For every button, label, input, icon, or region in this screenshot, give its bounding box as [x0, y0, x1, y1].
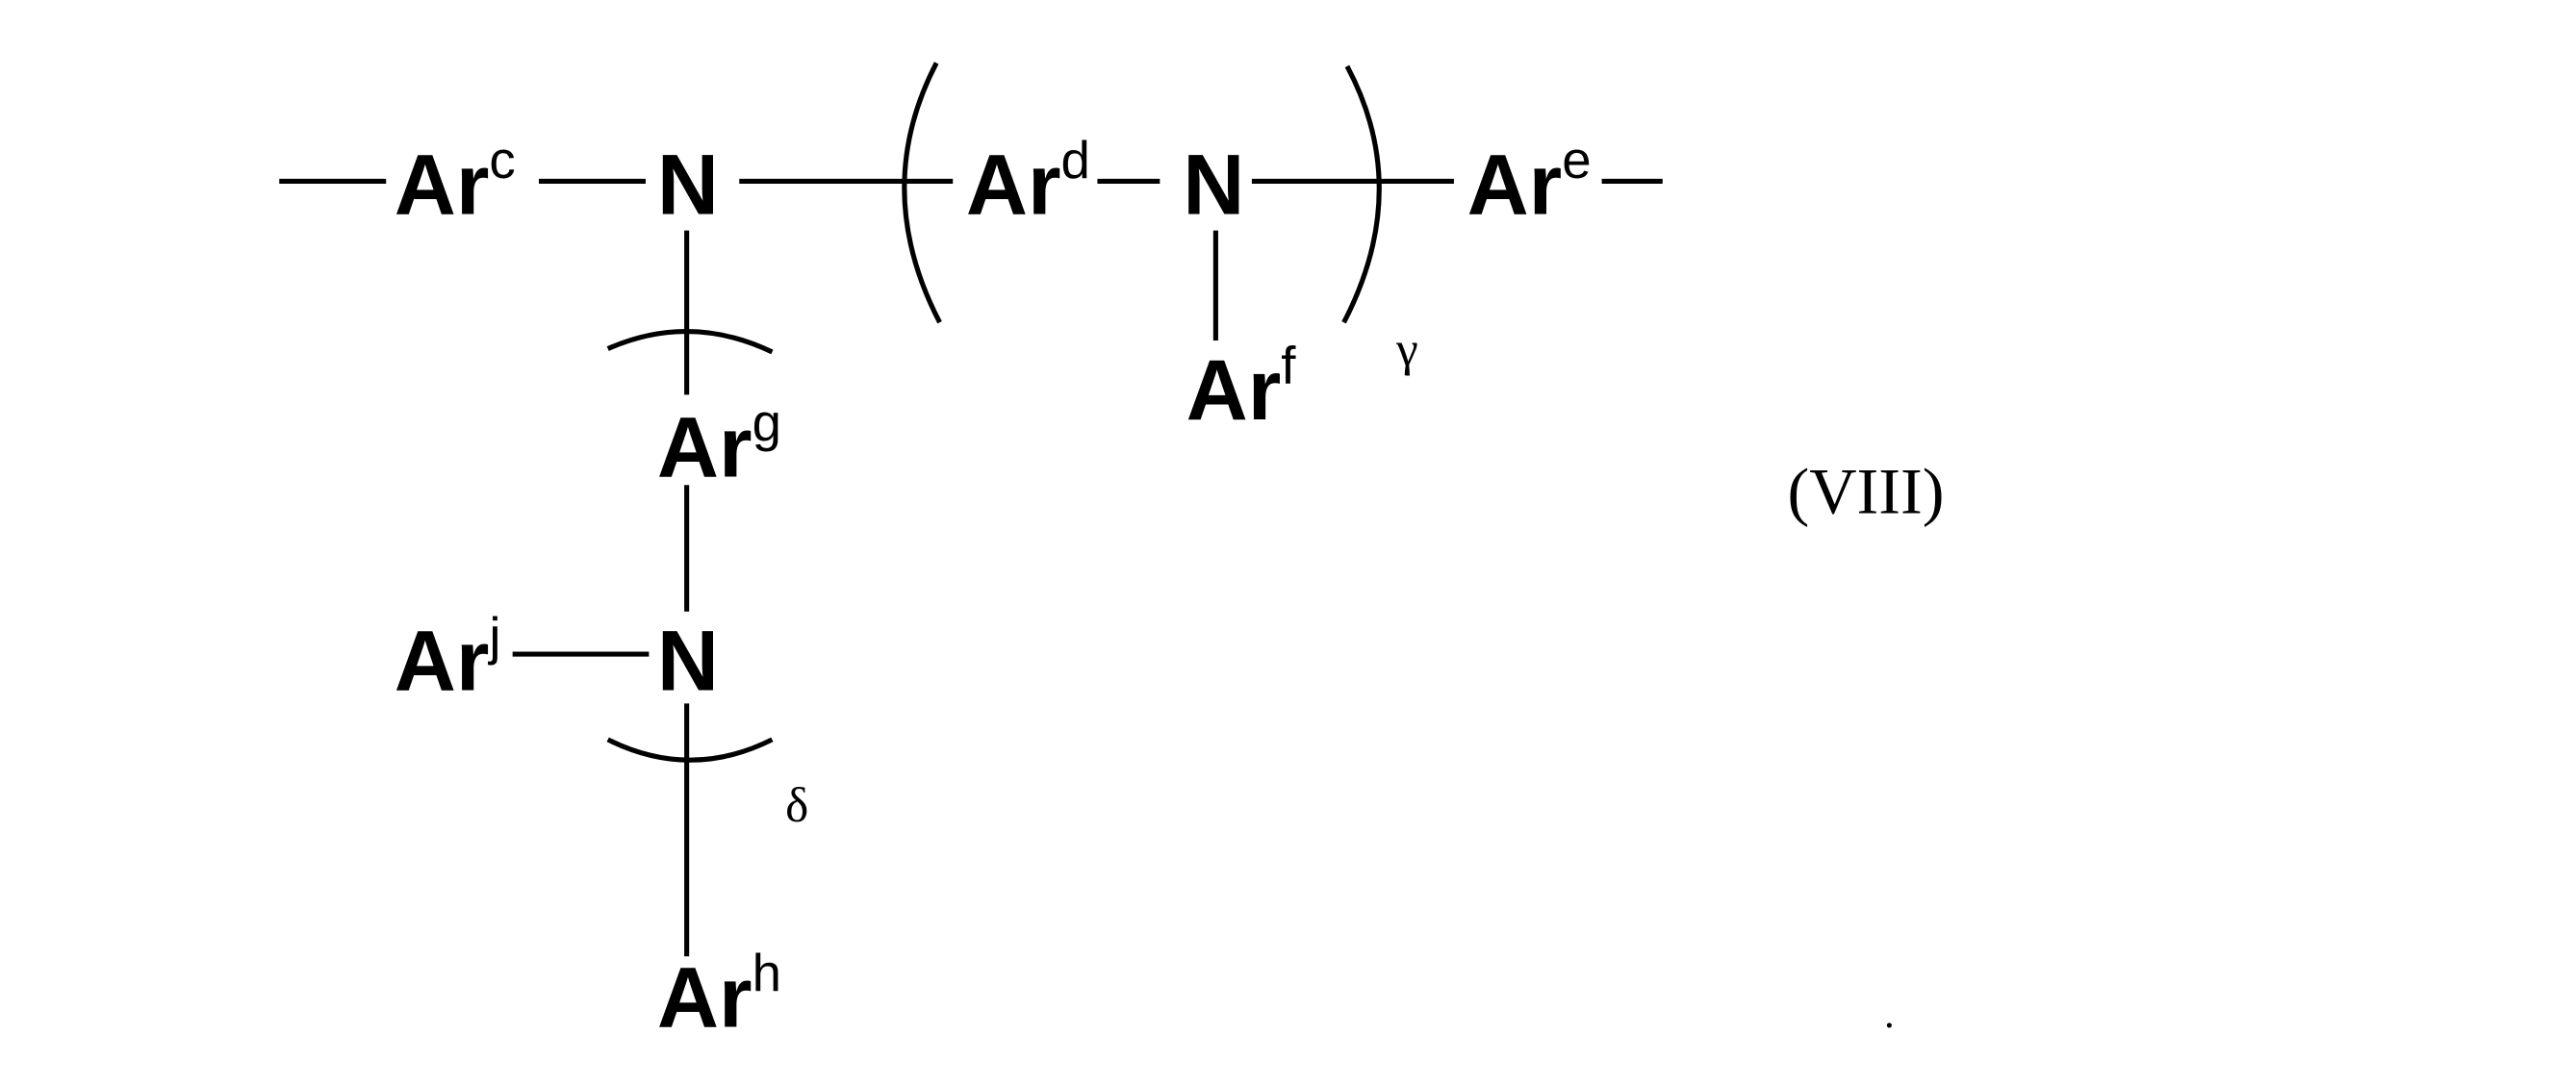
lower-arc-bracket — [608, 740, 773, 760]
right-parenthesis — [1344, 66, 1380, 322]
nitrogen-2: N — [1183, 138, 1244, 233]
nitrogen-3: N — [657, 614, 719, 709]
bonds — [279, 181, 1663, 956]
upper-arc-bracket — [608, 332, 773, 352]
group-ar-j: Arj — [395, 607, 501, 709]
index-delta: δ — [785, 778, 808, 833]
index-gamma: γ — [1395, 322, 1418, 377]
group-ar-h: Arh — [657, 944, 781, 1046]
group-ar-c: Arc — [395, 131, 516, 233]
group-ar-f: Arf — [1186, 336, 1297, 438]
formula-label: (VIII) — [1788, 454, 1945, 527]
group-ar-e: Are — [1467, 131, 1592, 233]
left-parenthesis — [905, 63, 940, 322]
stray-dot — [1887, 1022, 1892, 1027]
group-ar-d: Ard — [966, 131, 1090, 233]
group-ar-g: Arg — [657, 393, 781, 495]
nitrogen-1: N — [657, 138, 719, 233]
